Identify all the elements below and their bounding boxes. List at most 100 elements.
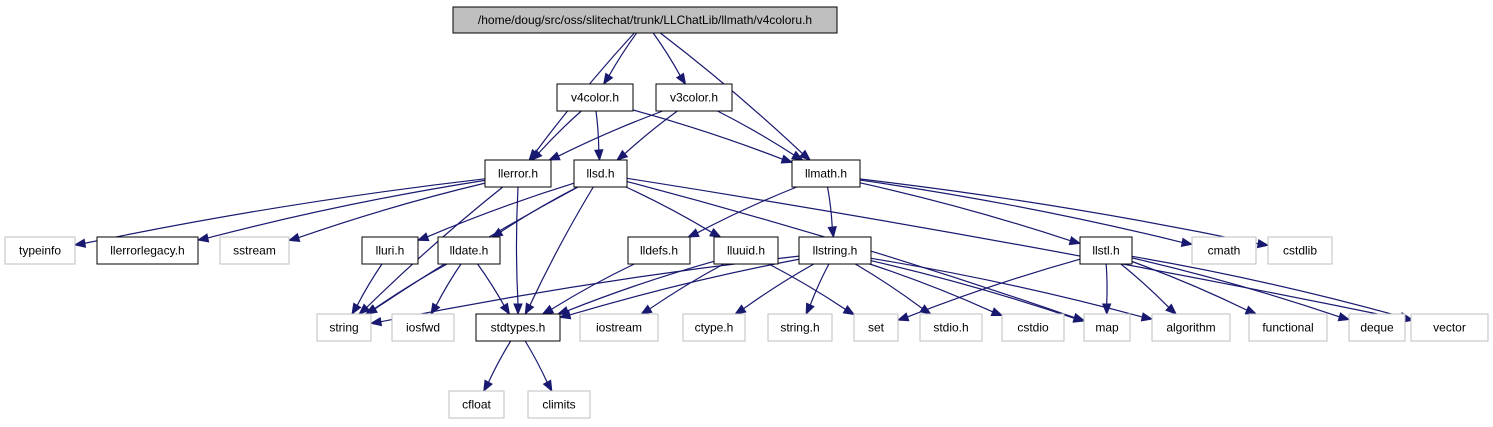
node-box — [527, 390, 591, 419]
edge-stdtypes-to-climits — [524, 340, 553, 393]
edge-arrowhead — [513, 303, 523, 316]
edge-llsd-to-lluri — [416, 182, 575, 242]
edge-line — [659, 32, 803, 154]
edge-line — [529, 186, 594, 306]
edge-line — [809, 263, 830, 306]
node-label: lldefs.h — [640, 244, 678, 258]
edge-arrowhead — [73, 238, 87, 248]
edge-line — [869, 263, 993, 313]
edge-v4color-to-llerror — [530, 110, 582, 161]
node-lluuid[interactable]: lluuid.h — [713, 236, 779, 265]
node-label: v3color.h — [670, 91, 718, 105]
node-box — [448, 390, 505, 419]
node-llerror[interactable]: llerror.h — [484, 159, 552, 188]
edge-v4color-to-llsd — [594, 110, 604, 162]
edge-arrowhead — [791, 150, 804, 161]
node-box — [1248, 313, 1328, 342]
edge-llstl-to-deque — [1131, 257, 1351, 322]
node-label: lluuid.h — [727, 244, 765, 258]
node-v4color[interactable]: v4color.h — [556, 83, 634, 112]
edge-arrowhead — [530, 149, 543, 161]
node-label: cmath — [1208, 244, 1241, 258]
edge-llmath-to-cstdlib — [859, 178, 1270, 249]
edge-arrowhead — [805, 302, 815, 316]
node-box — [316, 313, 372, 342]
node-lldate[interactable]: lldate.h — [437, 236, 501, 265]
node-cfloat: cfloat — [448, 390, 505, 419]
edge-lluri-to-string — [351, 263, 383, 316]
edge-root-to-llmath — [659, 32, 812, 161]
node-box — [573, 159, 628, 188]
edge-line — [649, 263, 725, 310]
node-box — [919, 313, 983, 342]
node-box — [853, 313, 899, 342]
edge-line — [826, 186, 833, 228]
edge-arrowhead — [369, 316, 383, 327]
node-box — [1083, 313, 1131, 342]
edge-arrowhead — [842, 305, 856, 316]
node-box — [475, 313, 561, 342]
edge-arrowhead — [499, 302, 511, 316]
edge-line — [907, 258, 1081, 318]
edge-line — [1131, 260, 1248, 311]
node-box — [452, 6, 838, 34]
edge-line — [625, 186, 712, 233]
edge-line — [768, 263, 846, 310]
node-label: string — [329, 321, 358, 335]
edge-arrowhead — [524, 302, 535, 316]
node-label: vector — [1433, 321, 1466, 335]
edge-arrowhead — [483, 379, 493, 393]
node-lluri[interactable]: lluri.h — [361, 236, 419, 265]
edge-line — [567, 260, 715, 312]
edge-line — [366, 186, 504, 308]
edge-arrowhead — [896, 312, 910, 322]
node-root[interactable]: /home/doug/src/oss/slitechat/trunk/LLCha… — [452, 6, 838, 34]
node-box — [1348, 313, 1406, 342]
node-llmath[interactable]: llmath.h — [791, 159, 861, 188]
node-string: string — [316, 313, 372, 342]
edge-llerror-to-typeinfo — [73, 178, 486, 248]
edge-line — [859, 178, 1259, 245]
edge-line — [859, 182, 1071, 242]
node-cmath: cmath — [1191, 236, 1257, 265]
edge-lluuid-to-set — [768, 263, 856, 316]
node-lldefs[interactable]: lldefs.h — [627, 236, 691, 265]
edge-llstring-to-ctype — [734, 263, 815, 315]
node-vector: vector — [1410, 313, 1489, 342]
edge-llstl-to-map — [1101, 263, 1112, 316]
edge-line — [1131, 257, 1340, 318]
node-llstl[interactable]: llstl.h — [1079, 236, 1133, 265]
edge-line — [477, 263, 505, 306]
node-stdtypes[interactable]: stdtypes.h — [475, 313, 561, 342]
edge-line — [855, 263, 923, 309]
edge-llerror-to-sstream — [287, 182, 486, 243]
node-string_h: string.h — [767, 313, 833, 342]
edge-v3color-to-llmath — [717, 110, 804, 161]
node-climits: climits — [527, 390, 591, 419]
node-box — [713, 236, 779, 265]
node-label: llmath.h — [805, 167, 847, 181]
node-llstring[interactable]: llstring.h — [798, 236, 872, 265]
node-deque: deque — [1348, 313, 1406, 342]
edge-line — [624, 110, 678, 155]
node-llerrorlegacy[interactable]: llerrorlegacy.h — [96, 236, 199, 265]
node-label: llsd.h — [586, 167, 614, 181]
edge-line — [1120, 263, 1170, 308]
node-label: lluri.h — [376, 244, 405, 258]
edge-arrowhead — [358, 303, 371, 315]
node-cstdlib: cstdlib — [1267, 236, 1333, 265]
node-label: llstring.h — [813, 244, 858, 258]
edge-line — [697, 186, 797, 234]
node-v3color[interactable]: v3color.h — [655, 83, 733, 112]
edge-arrowhead — [1165, 303, 1178, 315]
edge-line — [487, 340, 512, 383]
node-box — [361, 236, 419, 265]
edge-arrowhead — [196, 233, 210, 243]
edge-llstring-to-map — [870, 260, 1086, 323]
edge-llmath-to-lldefs — [687, 186, 797, 238]
edge-arrowhead — [1072, 313, 1086, 323]
edge-llerror-to-stdtypes — [513, 186, 523, 316]
node-label: typeinfo — [19, 244, 61, 258]
edge-lldate-to-stdtypes — [477, 263, 511, 316]
node-llsd[interactable]: llsd.h — [573, 159, 628, 188]
